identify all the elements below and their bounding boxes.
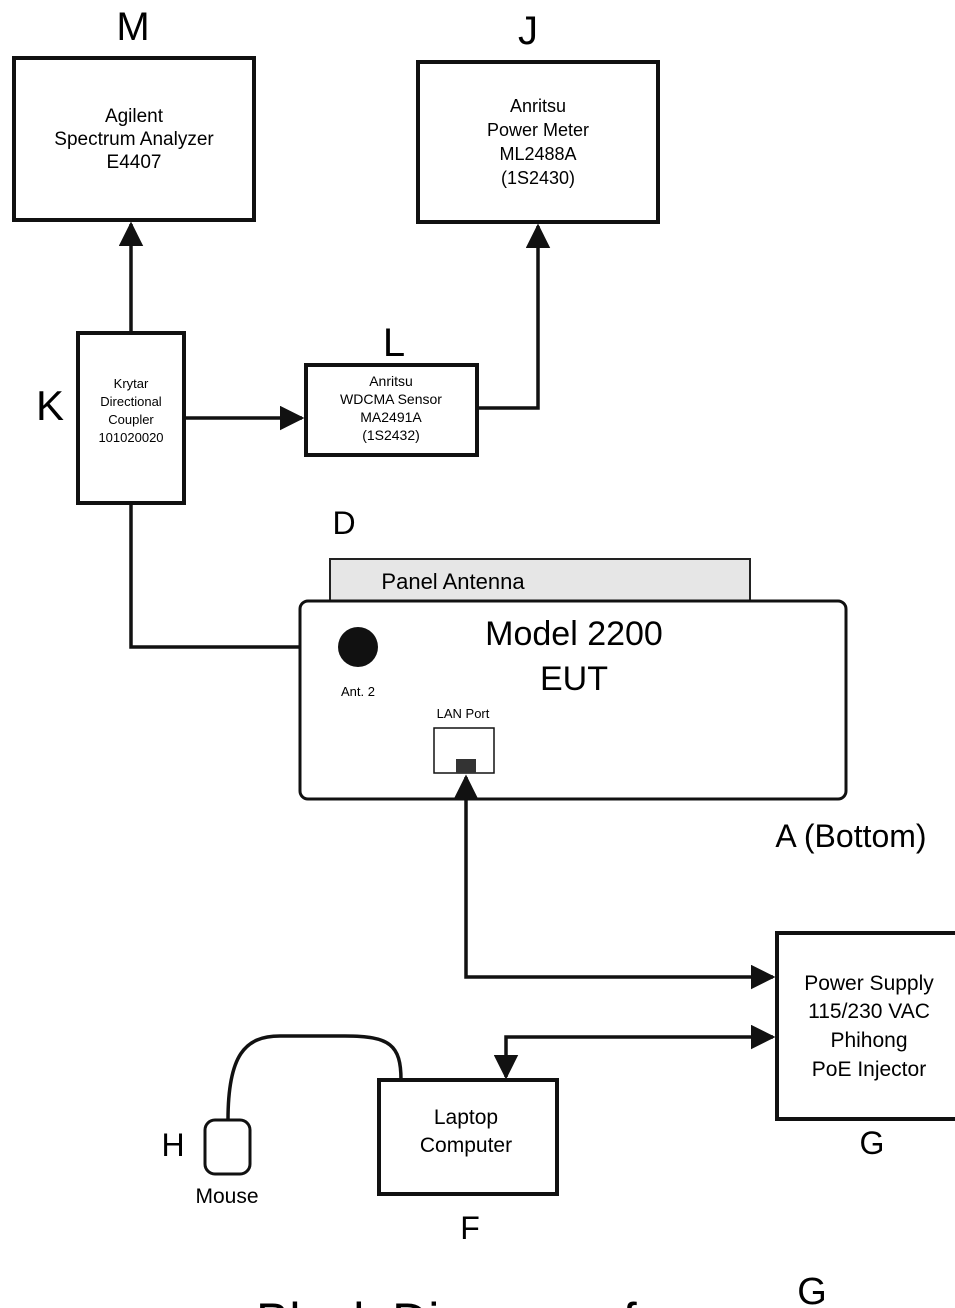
eut-model: Model 2200 bbox=[485, 615, 663, 653]
label-g: G bbox=[860, 1125, 885, 1161]
label-d: D bbox=[332, 505, 355, 541]
ant2-label: Ant. 2 bbox=[341, 684, 375, 699]
coupler-line-1: Krytar bbox=[114, 376, 149, 391]
coupler-to-ant2-line bbox=[129, 505, 355, 649]
spectrum-analyzer-line-3: E4407 bbox=[107, 152, 162, 173]
laptop-to-power-supply-arrow bbox=[493, 1024, 776, 1080]
power-supply-box bbox=[775, 931, 955, 1121]
power-meter-line-4: (1S2430) bbox=[501, 168, 575, 188]
lan-port-jack bbox=[456, 759, 476, 773]
label-k: K bbox=[36, 382, 64, 429]
spectrum-analyzer-box bbox=[12, 56, 256, 222]
coupler-line-2: Directional bbox=[100, 394, 162, 409]
eut-label: EUT bbox=[540, 660, 608, 698]
mouse-cable bbox=[226, 1034, 403, 1121]
label-g-caption: G bbox=[797, 1271, 827, 1308]
sensor-line-1: Anritsu bbox=[369, 373, 413, 389]
lan-to-power-supply-arrow bbox=[453, 774, 776, 990]
panel-antenna-label: Panel Antenna bbox=[381, 569, 525, 594]
power-meter-line-1: Anritsu bbox=[510, 96, 566, 116]
laptop-line-1: Laptop bbox=[434, 1106, 498, 1129]
ant2-port bbox=[338, 627, 378, 667]
power-meter-box bbox=[416, 60, 660, 224]
power-supply-line-4: PoE Injector bbox=[812, 1058, 926, 1081]
laptop-box bbox=[377, 1078, 559, 1196]
laptop-line-2: Computer bbox=[420, 1134, 512, 1157]
label-h: H bbox=[161, 1127, 184, 1163]
sensor-line-4: (1S2432) bbox=[362, 427, 420, 443]
spectrum-analyzer-line-1: Agilent bbox=[105, 106, 164, 127]
power-supply-line-3: Phihong bbox=[830, 1029, 907, 1052]
spectrum-analyzer-line-2: Spectrum Analyzer bbox=[54, 129, 214, 150]
coupler-box bbox=[76, 331, 186, 505]
label-f: F bbox=[460, 1210, 480, 1246]
lan-port-label: LAN Port bbox=[437, 706, 490, 721]
label-a: A (Bottom) bbox=[775, 818, 926, 854]
power-meter-line-3: ML2488A bbox=[499, 144, 576, 164]
diagram-caption: Block Diagram of bbox=[256, 1293, 637, 1308]
sensor-line-3: MA2491A bbox=[360, 409, 422, 425]
sensor-box bbox=[304, 363, 479, 457]
power-meter-line-2: Power Meter bbox=[487, 120, 589, 140]
mouse-icon bbox=[203, 1118, 252, 1176]
sensor-line-2: WDCMA Sensor bbox=[340, 391, 442, 407]
power-supply-line-2: 115/230 VAC bbox=[808, 1000, 930, 1023]
coupler-line-3: Coupler bbox=[108, 412, 154, 427]
label-m: M bbox=[116, 5, 149, 49]
mouse-label: Mouse bbox=[195, 1185, 258, 1208]
label-l: L bbox=[383, 321, 405, 365]
power-supply-line-1: Power Supply bbox=[804, 972, 934, 995]
label-j: J bbox=[518, 9, 538, 53]
sensor-to-meter-arrow bbox=[479, 223, 551, 410]
coupler-line-4: 101020020 bbox=[98, 430, 163, 445]
